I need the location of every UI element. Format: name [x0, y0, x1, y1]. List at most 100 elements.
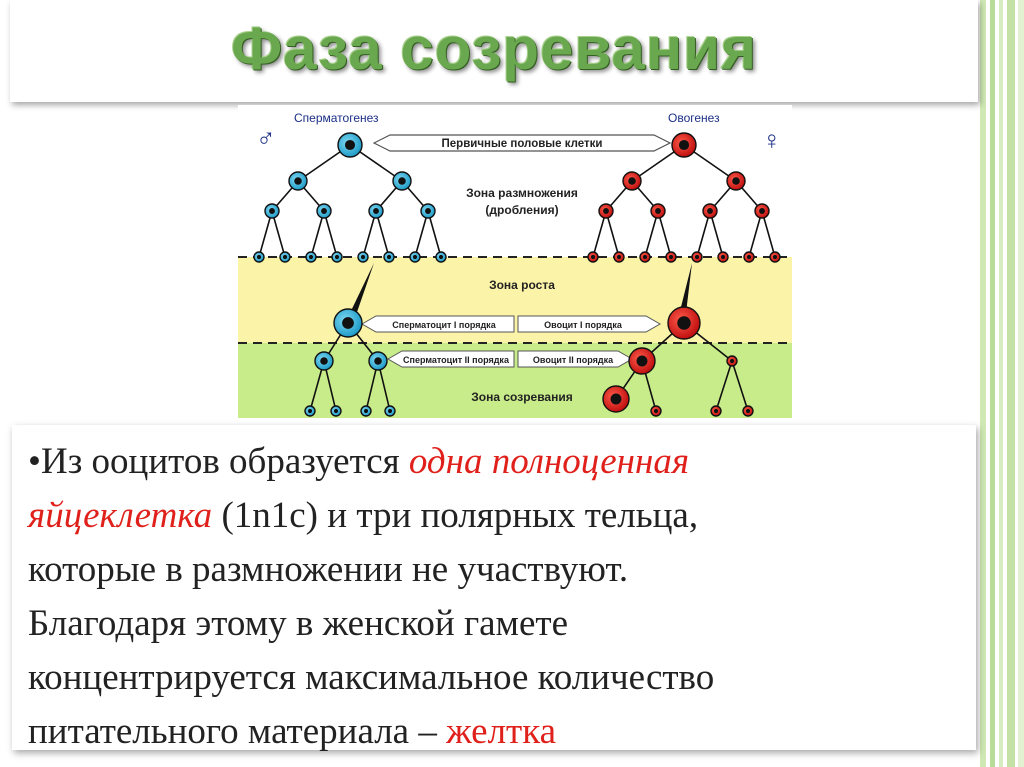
male-spermatocyte-2-nucleus [320, 357, 328, 365]
spermatocyte-2-label: Сперматоцит II порядка [403, 355, 510, 365]
title-box: Фаза созревания [10, 0, 978, 102]
oocyte-2-arrow [517, 350, 634, 368]
text-part-4: (1n1c) [212, 495, 319, 536]
female-growth-wedge [680, 263, 692, 313]
female-oocyte-1-nucleus [677, 316, 691, 330]
female-cell-gen3-nucleus [772, 254, 778, 260]
male-branch [323, 210, 338, 258]
male-spermatocyte-1-nucleus [342, 317, 354, 329]
spermatocyte-1-label: Сперматоцит I порядка [392, 320, 496, 330]
female-cell-gen1-nucleus [732, 177, 740, 185]
female-branch [644, 210, 659, 258]
text-highlight-2: яйцеклетка [28, 495, 213, 536]
female-cell-gen2-nucleus [759, 208, 765, 214]
zone-top [238, 105, 792, 257]
oocyte-2-label: Овоцит II порядка [533, 355, 614, 365]
male-branch [414, 210, 429, 258]
male-cell-gen2-nucleus [321, 208, 327, 214]
male-symbol: ♂ [256, 123, 276, 153]
female-cell-gen2-nucleus [603, 208, 609, 214]
text-highlight-1: одна полноценная [408, 441, 690, 482]
male-branch [271, 210, 286, 258]
male-branch [427, 210, 442, 258]
bullet: • [28, 441, 41, 482]
female-cell-gen1-nucleus [628, 177, 636, 185]
gametogenesis-diagram: ♂ ♀ Сперматогенез Овогенез Первичные пол… [238, 105, 792, 418]
male-cell-gen1-nucleus [398, 177, 406, 185]
female-branch [748, 210, 763, 258]
female-symbol: ♀ [762, 125, 782, 155]
female-cell-gen3-nucleus [590, 254, 596, 260]
male-cell-gen3-nucleus [438, 254, 444, 260]
male-cell-gen2-nucleus [269, 208, 275, 214]
zone-growth-label: Зона роста [489, 278, 555, 292]
primary-cells-label: Первичные половые клетки [442, 138, 603, 150]
female-branch [605, 210, 620, 258]
text-line-3: которые в размножении не участвуют. [28, 549, 629, 590]
female-branch [761, 210, 776, 258]
body-text: •Из ооцитов образуется одна полноценная … [28, 435, 958, 759]
female-egg-cell-nucleus [610, 393, 622, 405]
female-cell-gen3-nucleus [668, 254, 674, 260]
male-primary-cell-nucleus [344, 139, 356, 151]
male-spermatocyte-2-nucleus [374, 357, 382, 365]
female-cell-gen3-nucleus [642, 254, 648, 260]
male-branch [362, 210, 377, 258]
female-branch [657, 210, 672, 258]
female-maturation-branch [715, 360, 733, 412]
zone-reproduction-label: Зона размножения [466, 186, 578, 200]
text-line-6: питательного материала – [28, 711, 447, 752]
female-branch [696, 210, 711, 258]
male-cell-gen3-nucleus [360, 254, 366, 260]
female-oocyte-2-nucleus [636, 355, 648, 367]
left-label: Сперматогенез [294, 111, 379, 125]
right-label: Овогенез [668, 111, 720, 125]
zone-growth [238, 257, 792, 343]
female-polar-body-nucleus [729, 358, 735, 364]
female-polar-body-nucleus [745, 408, 751, 414]
spermatocyte-2-arrow [386, 350, 515, 368]
male-spermatid-nucleus [363, 408, 369, 414]
slide-title: Фаза созревания [230, 15, 758, 82]
male-cell-gen3-nucleus [308, 254, 314, 260]
zone-reproduction-sublabel: (дробления) [485, 203, 558, 217]
male-spermatid-nucleus [307, 408, 313, 414]
text-line-5: концентрируется максимальное количество [28, 657, 715, 698]
female-branch [592, 210, 607, 258]
male-cell-gen3-nucleus [412, 254, 418, 260]
male-branch [310, 210, 325, 258]
primary-cells-arrow [372, 134, 672, 152]
male-branch [375, 210, 390, 258]
text-box: •Из ооцитов образуется одна полноценная … [12, 425, 976, 752]
oocyte-1-label: Овоцит I порядка [544, 320, 623, 330]
male-cell-gen3-nucleus [282, 254, 288, 260]
zone-maturation-label: Зона созревания [471, 390, 572, 404]
female-primary-cell-nucleus [678, 139, 690, 151]
female-maturation-branch [731, 360, 749, 412]
male-cell-gen2-nucleus [373, 208, 379, 214]
male-spermatid-nucleus [333, 408, 339, 414]
male-cell-gen3-nucleus [386, 254, 392, 260]
text-highlight-3: желтка [446, 711, 557, 752]
male-cell-gen3-nucleus [256, 254, 262, 260]
female-branch [709, 210, 724, 258]
oocyte-1-arrow [517, 315, 662, 333]
female-cell-gen2-nucleus [707, 208, 713, 214]
male-branch [258, 210, 273, 258]
female-cell-gen3-nucleus [616, 254, 622, 260]
female-polar-body-nucleus [713, 408, 719, 414]
female-cell-gen2-nucleus [655, 208, 661, 214]
female-cell-gen3-nucleus [746, 254, 752, 260]
decorative-stripes [980, 0, 1024, 767]
female-polar-body-nucleus [653, 408, 659, 414]
cell-lineage-trees [253, 132, 781, 417]
female-cell-gen3-nucleus [694, 254, 700, 260]
text-part-1: Из ооцитов образуется [40, 441, 409, 482]
text-part-5: и три полярных тельца, [318, 495, 699, 536]
male-cell-gen1-nucleus [294, 177, 302, 185]
spermatocyte-1-arrow [360, 315, 515, 333]
female-cell-gen3-nucleus [720, 254, 726, 260]
male-growth-wedge [350, 263, 374, 315]
male-cell-gen2-nucleus [425, 208, 431, 214]
male-spermatid-nucleus [387, 408, 393, 414]
